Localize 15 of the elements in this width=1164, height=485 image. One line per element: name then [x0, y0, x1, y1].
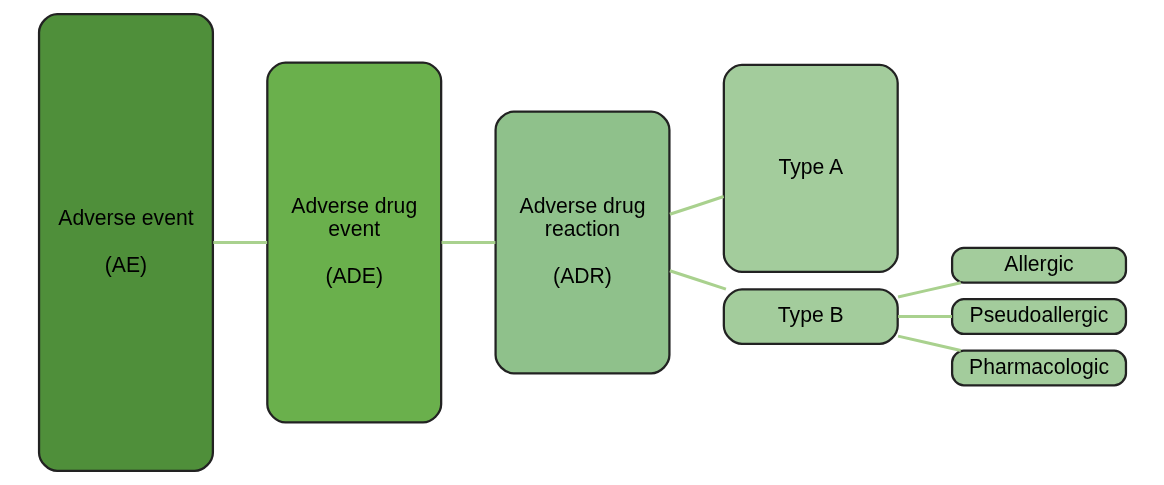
node-box: Type B: [722, 288, 899, 345]
node-box: Adverse event (AE): [37, 13, 214, 472]
connector: [668, 195, 724, 216]
connector: [897, 281, 961, 299]
node-box: Adverse drug event (ADE): [265, 61, 442, 424]
node-box: Pseudoallergic: [950, 298, 1127, 336]
connector: [212, 241, 267, 244]
node-box: Pharmacologic: [950, 349, 1127, 387]
node-box: Adverse drug reaction (ADR): [493, 110, 671, 375]
connector: [668, 269, 726, 291]
node-box: Type A: [722, 63, 899, 274]
connector: [441, 241, 495, 244]
connector: [897, 315, 952, 319]
connector: [897, 334, 961, 352]
node-box: Allergic: [950, 246, 1127, 284]
